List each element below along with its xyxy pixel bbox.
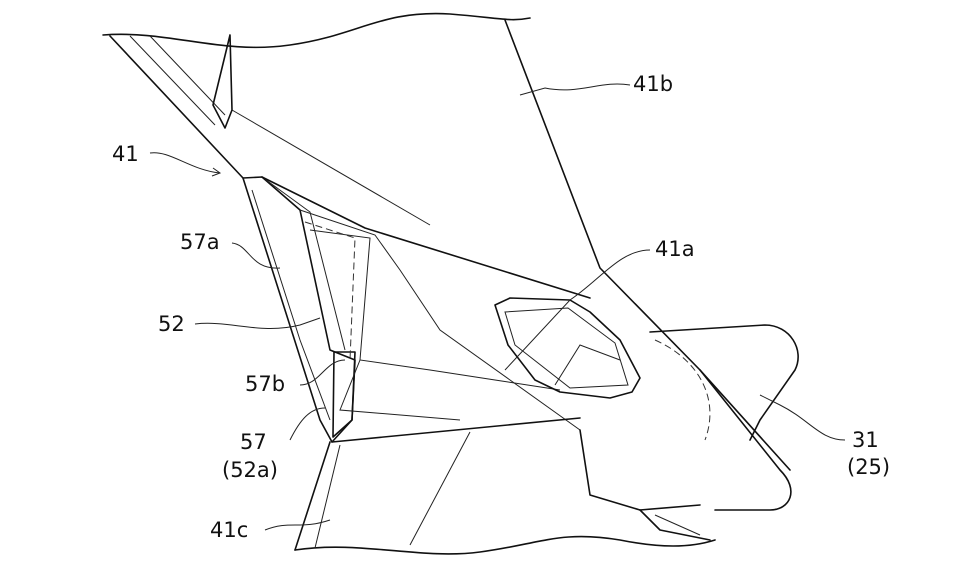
cover-41c-outline: [331, 417, 581, 443]
part-31-outline: [649, 324, 799, 441]
label-57b: 57b: [245, 372, 286, 396]
leader-41a: [504, 249, 651, 371]
label-41: 41: [112, 142, 139, 166]
label-57a: 57a: [180, 230, 220, 254]
cover-41b-right-edge: [504, 19, 791, 471]
leader-57b: [299, 359, 346, 386]
duct-52-outline: [242, 176, 356, 443]
label-57: 57: [240, 430, 267, 454]
leader-52: [194, 317, 321, 329]
leader-57a: [231, 242, 281, 269]
leader-57: [289, 407, 326, 441]
leader-41: [149, 152, 221, 174]
leader-41c: [264, 519, 331, 531]
label-41b: 41b: [633, 72, 674, 96]
label-31: 31: [852, 428, 879, 452]
leader-31: [759, 394, 846, 441]
label-41a: 41a: [655, 237, 695, 261]
label-52: 52: [158, 312, 185, 336]
label-25: (25): [847, 455, 891, 479]
label-52a: (52a): [222, 458, 278, 482]
top-break-line: [102, 12, 531, 49]
cover-left-edge: [109, 35, 244, 179]
opening-41a: [494, 297, 641, 399]
leader-41b: [519, 83, 631, 96]
bottom-break-line: [294, 535, 716, 555]
label-41c: 41c: [210, 518, 249, 542]
